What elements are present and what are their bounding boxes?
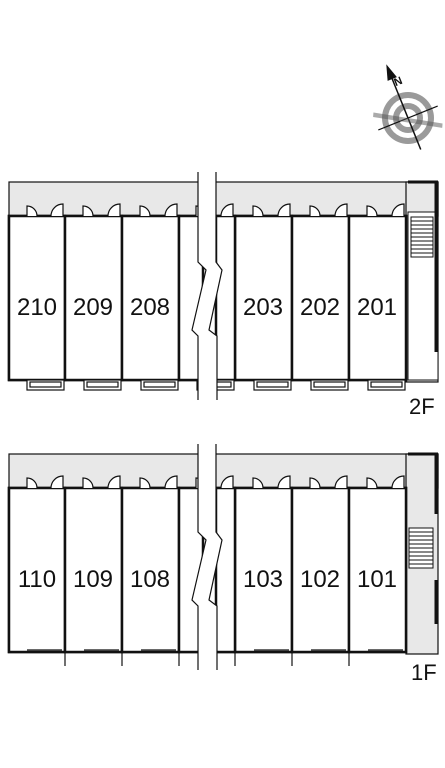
- unit-203[interactable]: 203: [233, 214, 294, 382]
- unit-209[interactable]: 209: [63, 214, 124, 382]
- unit-102[interactable]: 102: [290, 486, 351, 654]
- floor-label-2f: 2F: [409, 394, 435, 419]
- unit-109-label: 109: [73, 566, 113, 593]
- unit-210[interactable]: 210: [7, 214, 67, 382]
- unit-102-label: 102: [300, 566, 340, 593]
- compass-north-label: N: [392, 75, 404, 89]
- break-line-1f: [191, 444, 223, 670]
- unit-110[interactable]: 110: [7, 486, 67, 654]
- unit-202-label: 202: [300, 294, 340, 321]
- unit-110-label: 110: [18, 566, 56, 593]
- unit-203-label: 203: [243, 294, 283, 321]
- unit-108[interactable]: 108: [120, 486, 181, 654]
- door-icons-1f: [26, 475, 405, 489]
- unit-208-label: 208: [130, 294, 170, 321]
- unit-101[interactable]: 101: [347, 486, 408, 654]
- stairs-icon-2f: [410, 216, 434, 258]
- unit-209-label: 209: [73, 294, 113, 321]
- unit-101-label: 101: [357, 566, 397, 593]
- unit-103[interactable]: 103: [233, 486, 294, 654]
- door-icons-2f: [26, 203, 405, 217]
- unit-201-label: 201: [357, 294, 397, 321]
- stairs-icon-1f: [408, 527, 434, 569]
- rear-windows-1f: [27, 649, 403, 666]
- unit-103-label: 103: [243, 566, 283, 593]
- unit-109[interactable]: 109: [63, 486, 124, 654]
- unit-201[interactable]: 201: [347, 214, 408, 382]
- floor-2f: 210 209 208 203 202 201: [7, 172, 439, 419]
- compass-icon: N: [373, 64, 443, 150]
- unit-210-label: 210: [17, 294, 57, 321]
- unit-202[interactable]: 202: [290, 214, 351, 382]
- break-line-2f: [191, 172, 223, 400]
- floor-label-1f: 1F: [411, 660, 437, 685]
- unit-108-label: 108: [130, 566, 170, 593]
- floor-1f: 110 109 108 103 102 101: [7, 444, 439, 685]
- unit-208[interactable]: 208: [120, 214, 181, 382]
